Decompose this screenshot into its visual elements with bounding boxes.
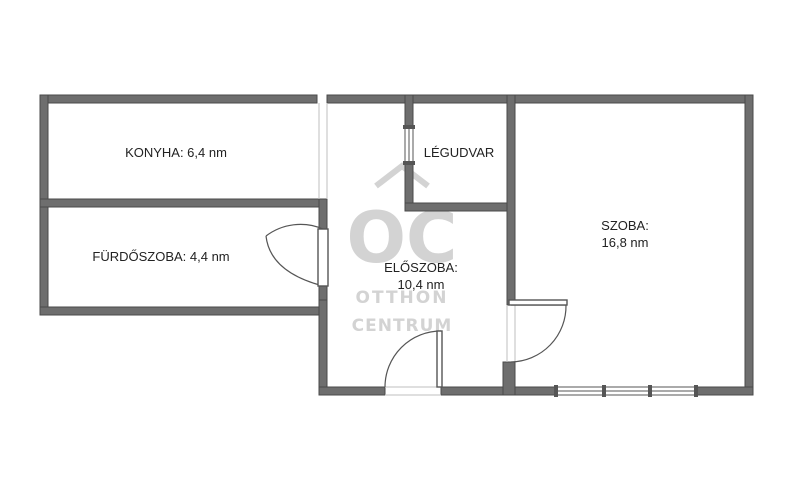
label-konyha: KONYHA: 6,4 nm	[125, 145, 227, 160]
bathroom-door-arc	[265, 223, 324, 237]
watermark-roof-icon	[374, 162, 430, 189]
wall-room-divider-lower	[502, 361, 516, 396]
doors	[265, 223, 568, 388]
label-legudvar: LÉGUDVAR	[424, 145, 495, 160]
wall-top-left	[39, 94, 318, 104]
wall-room-divider-upper	[506, 94, 516, 306]
label-szoba: SZOBA:	[601, 218, 649, 233]
label-eloszoba-area: 10,4 nm	[398, 277, 445, 292]
lightwell-window	[403, 125, 415, 165]
wall-lightwell-bottom	[404, 202, 516, 212]
bathroom-door-opening	[317, 228, 329, 287]
wall-top-right	[326, 94, 754, 104]
room-door-leaf	[508, 299, 568, 306]
wall-lightwell-left-upper	[404, 94, 414, 128]
label-eloszoba: ELŐSZOBA:	[384, 260, 458, 275]
walls	[39, 94, 754, 396]
label-furdoszoba: FÜRDŐSZOBA: 4,4 nm	[92, 249, 229, 264]
wall-bottom-3	[695, 386, 754, 396]
wall-bottom-1	[318, 386, 386, 396]
wall-hall-left-lower	[318, 298, 328, 396]
wall-kitchen-bath	[39, 198, 328, 208]
room-door-arc	[510, 304, 567, 363]
bathroom-door-swing	[265, 235, 324, 287]
wall-right	[744, 94, 754, 396]
thin-lines	[318, 103, 516, 396]
label-szoba-area: 16,8 nm	[602, 235, 649, 250]
wall-hall-left-jamb	[318, 285, 328, 301]
wall-bottom-2	[440, 386, 557, 396]
wall-bathroom-bottom	[39, 306, 328, 316]
room-windows	[554, 385, 698, 397]
wall-hall-left-mid	[318, 198, 328, 230]
watermark-line1: OTTHON	[356, 288, 449, 308]
entry-door-leaf	[436, 330, 443, 388]
otthon-centrum-watermark: OC OTTHON CENTRUM	[347, 162, 457, 336]
room-labels: KONYHA: 6,4 nm FÜRDŐSZOBA: 4,4 nm LÉGUDV…	[92, 145, 648, 292]
watermark-line2: CENTRUM	[352, 316, 453, 336]
entry-door-arc	[384, 330, 442, 388]
